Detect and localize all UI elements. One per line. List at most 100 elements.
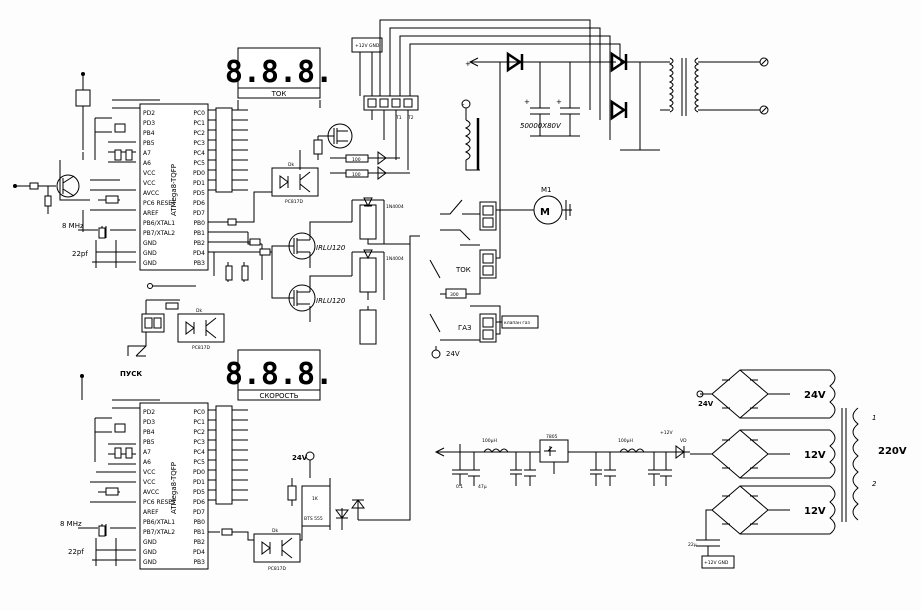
display-top-label: ТОК	[271, 90, 287, 98]
mcu-bottom-pin-label: PB1	[193, 529, 205, 536]
mcu-top-pin-label: VCC	[143, 170, 155, 177]
plus12-label: +12V	[660, 430, 673, 436]
opto-bottom-ref: Dk	[272, 528, 278, 534]
vd-label: VD	[680, 438, 687, 444]
mains-pin-1: 1	[872, 414, 876, 422]
mcu-top-pin-label: A6	[143, 160, 151, 167]
power-rectifier: + + + 50000X80V	[465, 51, 628, 137]
mcu-top-pin-label: AREF	[143, 210, 159, 217]
mcu-top-pin-label: PB7/XTAL2	[143, 230, 175, 237]
mcu-top-pin-label: PC2	[193, 130, 205, 137]
start-button: ПУСК Dk PC817D	[120, 283, 225, 378]
top-cap-label: 22pf	[72, 250, 88, 258]
bridge-label: 24V	[698, 400, 714, 408]
mcu-top-pin-label: PC3	[193, 140, 205, 147]
opto-start-part: PC817D	[192, 345, 210, 351]
mcu-top-pin-label: PC4	[193, 150, 205, 157]
opto-top-part: PC817D	[285, 199, 303, 205]
mcu-top-pin-label: GND	[143, 260, 157, 267]
mcu-top-pin-label: PC0	[193, 110, 205, 117]
mcu-top-pin-label: A7	[143, 150, 151, 157]
mcu-top-pin-label: PD6	[193, 200, 205, 207]
mcu-top-pin-label: GND	[143, 250, 157, 257]
mcu-bottom-pin-label: PB3	[193, 559, 205, 566]
mains-voltage: 220V	[878, 446, 907, 457]
gas-label: ГАЗ	[458, 324, 472, 332]
mcu-bottom-pin-label: PC5	[193, 459, 205, 466]
v24-label-timer: 24V	[292, 454, 308, 462]
mcu-top-pin-label: PD4	[193, 250, 205, 257]
opto-bottom: Dk PC817D	[208, 510, 303, 572]
mcu-bottom-pin-label: VCC	[143, 469, 155, 476]
mosfet-top-small: 100 100	[299, 123, 410, 180]
display-top-digits: 8.8.8.	[225, 55, 333, 90]
mcu-bottom-pin-label: PC0	[193, 409, 205, 416]
bottom-resistor-array	[208, 405, 248, 505]
display-bottom-digits: 8.8.8.	[225, 357, 333, 392]
mcu-bottom-pin-label: GND	[143, 559, 157, 566]
timer-part: BTS 555	[304, 516, 323, 522]
inductor-output: -	[461, 99, 480, 171]
choke-1-label: 100µH	[482, 438, 497, 444]
mcu-top-pin-label: PD2	[143, 110, 155, 117]
opto-top-ref: Dk	[288, 162, 294, 168]
mcu-top-pin-label: PB3	[193, 260, 205, 267]
diode-1-label: 1N4004	[386, 204, 404, 210]
mcu-bottom-pin-label: PC1	[193, 419, 205, 426]
cap22-label: 22µ	[688, 542, 697, 548]
mcu-bottom-pin-label: GND	[143, 549, 157, 556]
mcu-bottom-pin-label: PC2	[193, 429, 205, 436]
mcu-top-pin-label: PC6 RESET	[143, 200, 176, 207]
mcu-bottom-name: ATMega8-TQFP	[170, 462, 178, 514]
mcu-top-pin-label: PD1	[193, 180, 205, 187]
mcu-bottom-pin-label: A6	[143, 459, 151, 466]
connector-top-t1: T1	[395, 115, 402, 121]
power-bus-wires	[379, 19, 660, 240]
cap-main-label: 50000X80V	[520, 122, 562, 130]
psu-voltage-12b: 12V	[804, 506, 826, 517]
mcu-top-pin-label: PB1	[193, 230, 205, 237]
start-label: ПУСК	[120, 370, 142, 378]
top-crystal-label: 8 MHz	[62, 222, 84, 230]
inductor-sign: -	[462, 101, 465, 109]
top-crystal: 8 MHz 22pf	[62, 222, 136, 268]
timer-ref: 1K	[312, 496, 319, 502]
connector-top: +12V GND T1 T2	[351, 37, 419, 170]
mcu-top-pin-label: PB0	[193, 220, 205, 227]
mcu-top-pin-label: PB4	[143, 130, 155, 137]
mcu-bottom-pin-label: PC6 RESET	[143, 499, 176, 506]
mcu-top-pin-label: VCC	[143, 180, 155, 187]
output-plus: +	[465, 60, 471, 68]
timer-555: 24V 1K BTS 555	[287, 240, 411, 530]
choke-2-label: 100µH	[618, 438, 633, 444]
mcu-bottom-pin-label: PB6/XTAL1	[143, 519, 175, 526]
mcu-top-pin-label: PB6/XTAL1	[143, 220, 175, 227]
bottom-cap-label: 22pf	[68, 548, 84, 556]
display-bottom-label: СКОРОСТЬ	[259, 392, 298, 400]
mcu-top-pin-label: PC1	[193, 120, 205, 127]
gas-valve: клапан газ ГАЗ 24V	[429, 305, 539, 359]
mcu-bottom-pin-label: GND	[143, 539, 157, 546]
mcu-bottom-pin-label: PD0	[193, 469, 205, 476]
bridge-12v-b: 12V 22µ +12V GND	[688, 485, 836, 569]
diode-2-label: 1N4004	[386, 256, 404, 262]
mosfet-driver-1: 1N4004 IRLU120	[280, 197, 404, 268]
mcu-bottom: ATMega8-TQFP PD2PD3PB4PB5A7A6VCCVCCAVCCP…	[139, 402, 209, 570]
transformer-main	[660, 57, 769, 116]
mcu-top-pin-label: PD3	[143, 120, 155, 127]
mcu-top-pin-label: PC5	[193, 160, 205, 167]
connector-top-title: +12V GND	[355, 43, 380, 49]
mcu-bottom-pin-label: PB2	[193, 539, 205, 546]
mcu-bottom-pin-label: PD7	[193, 509, 205, 516]
opto-start-ref: Dk	[196, 308, 202, 314]
mosfet-driver-2: 1N4004 IRLU120	[280, 249, 404, 345]
psu-voltage-12a: 12V	[804, 450, 826, 461]
mcu-bottom-pin-label: PD3	[143, 419, 155, 426]
top-pull-up-network	[90, 99, 161, 211]
cap-a-label: 0.1	[456, 484, 463, 490]
mcu-top-pin-label: AVCC	[143, 190, 159, 197]
motor-symbol: M	[540, 207, 550, 218]
mcu-bottom-pin-label: PD1	[193, 479, 205, 486]
mcu-bottom-pin-label: PC3	[193, 439, 205, 446]
